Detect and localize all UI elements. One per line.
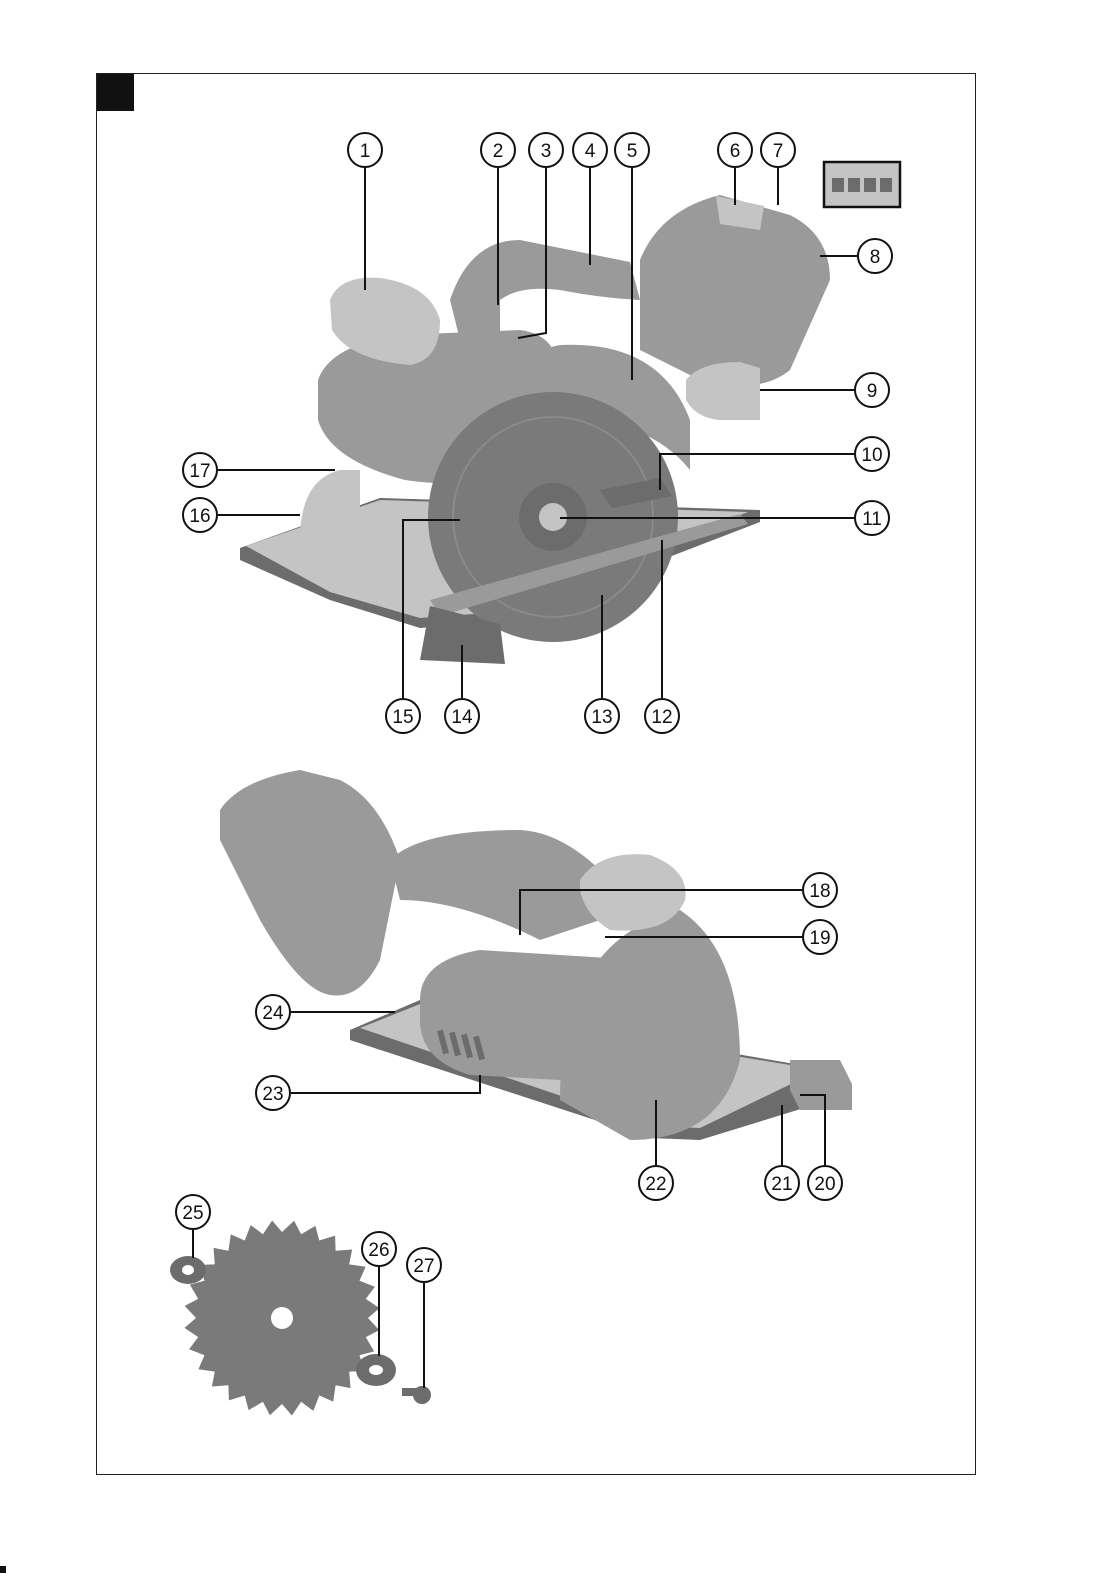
callout-number: 7 bbox=[773, 141, 784, 162]
blade-bolt-part bbox=[402, 1386, 431, 1404]
spare-blade-arbor-hole bbox=[271, 1307, 293, 1329]
callout-25: 25 bbox=[176, 1195, 210, 1229]
callout-number: 25 bbox=[182, 1203, 203, 1224]
callout-24: 24 bbox=[256, 995, 290, 1029]
callout-number: 9 bbox=[867, 381, 878, 402]
callout-number: 17 bbox=[189, 461, 210, 482]
callout-9: 9 bbox=[855, 373, 889, 407]
callout-27: 27 bbox=[407, 1248, 441, 1282]
callout-number: 22 bbox=[645, 1174, 666, 1195]
motor-housing-rear bbox=[420, 950, 656, 1080]
callout-23: 23 bbox=[256, 1076, 290, 1110]
callout-number: 21 bbox=[771, 1174, 792, 1195]
callout-number: 3 bbox=[541, 141, 552, 162]
callout-12: 12 bbox=[645, 699, 679, 733]
spare-blade bbox=[185, 1221, 380, 1416]
callout-number: 27 bbox=[413, 1256, 434, 1277]
callout-number: 19 bbox=[809, 928, 830, 949]
callout-22: 22 bbox=[639, 1166, 673, 1200]
callout-number: 5 bbox=[627, 141, 638, 162]
callout-19: 19 bbox=[803, 920, 837, 954]
callout-number: 24 bbox=[262, 1003, 284, 1024]
callout-number: 12 bbox=[651, 707, 672, 728]
callout-number: 1 bbox=[360, 141, 371, 162]
callout-2: 2 bbox=[481, 133, 515, 167]
outer-flange-hole bbox=[182, 1265, 194, 1275]
callout-20: 20 bbox=[808, 1166, 842, 1200]
callout-18: 18 bbox=[803, 873, 837, 907]
callout-8: 8 bbox=[858, 239, 892, 273]
battery-pack-rear bbox=[220, 770, 400, 996]
callout-26: 26 bbox=[362, 1232, 396, 1266]
callout-16: 16 bbox=[183, 498, 217, 532]
callout-11: 11 bbox=[855, 501, 889, 535]
callout-number: 2 bbox=[493, 141, 504, 162]
callout-3: 3 bbox=[529, 133, 563, 167]
callout-number: 16 bbox=[189, 506, 210, 527]
callout-10: 10 bbox=[855, 437, 889, 471]
callout-number: 23 bbox=[262, 1084, 283, 1105]
saw-rear-view bbox=[220, 770, 852, 1140]
callout-17: 17 bbox=[183, 453, 217, 487]
callout-15: 15 bbox=[386, 699, 420, 733]
callout-4: 4 bbox=[573, 133, 607, 167]
callout-13: 13 bbox=[585, 699, 619, 733]
inner-flange-hole bbox=[369, 1365, 383, 1375]
callout-7: 7 bbox=[761, 133, 795, 167]
chip-ejector bbox=[686, 362, 760, 420]
callout-number: 26 bbox=[368, 1240, 389, 1261]
callout-6: 6 bbox=[718, 133, 752, 167]
parallel-guide-rear bbox=[790, 1060, 852, 1110]
callout-1: 1 bbox=[348, 133, 382, 167]
callout-21: 21 bbox=[765, 1166, 799, 1200]
callout-number: 8 bbox=[870, 247, 881, 268]
saw-front-view bbox=[240, 162, 900, 664]
callout-number: 15 bbox=[392, 707, 413, 728]
callout-number: 13 bbox=[591, 707, 612, 728]
callout-5: 5 bbox=[615, 133, 649, 167]
handle-rear bbox=[390, 830, 600, 940]
callout-number: 11 bbox=[862, 509, 882, 530]
callout-number: 4 bbox=[585, 141, 596, 162]
callout-number: 6 bbox=[730, 141, 741, 162]
callout-14: 14 bbox=[445, 699, 479, 733]
callout-number: 18 bbox=[809, 881, 830, 902]
leader-line-23 bbox=[291, 1075, 480, 1093]
callout-number: 20 bbox=[814, 1174, 835, 1195]
callout-number: 14 bbox=[451, 707, 473, 728]
callout-number: 10 bbox=[861, 445, 882, 466]
